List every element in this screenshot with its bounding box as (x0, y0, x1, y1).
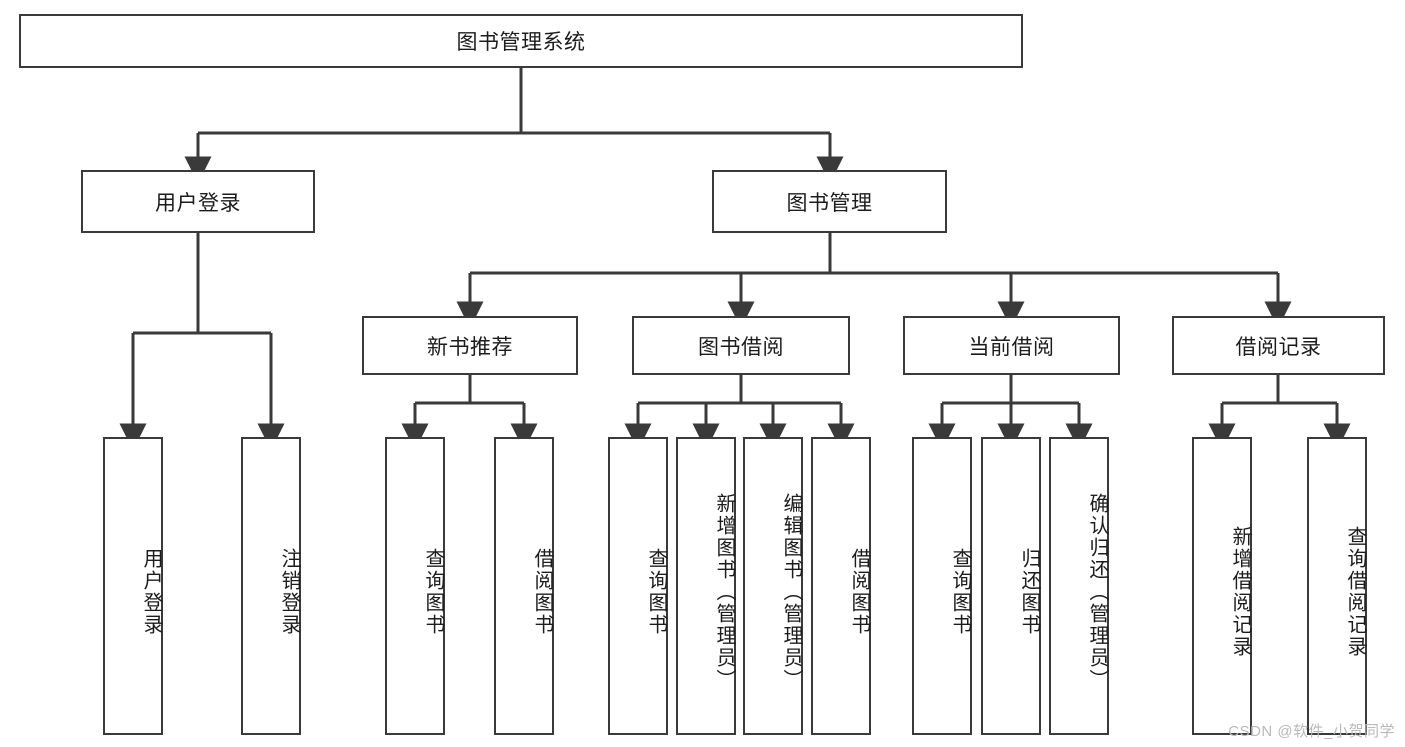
node-label: 借阅图书 (848, 548, 870, 636)
leaf-user-login-logout[interactable]: 注销登录 (241, 437, 301, 735)
node-label: 注销登录 (278, 548, 300, 636)
leaf-record-add-record[interactable]: 新增借阅记录 (1192, 437, 1252, 735)
node-label: 查询借阅记录 (1344, 526, 1366, 658)
node-user-login[interactable]: 用户登录 (81, 170, 315, 233)
node-label: 图书借阅 (698, 335, 784, 359)
leaf-recommend-borrow-book[interactable]: 借阅图书 (494, 437, 554, 735)
node-label: 用户登录 (155, 191, 241, 215)
node-label: 查询图书 (645, 548, 667, 636)
node-label: 借阅记录 (1235, 335, 1322, 359)
node-new-book-recommend[interactable]: 新书推荐 (362, 316, 578, 375)
leaf-current-confirm-return-admin[interactable]: 确认归还（管理员） (1049, 437, 1109, 735)
node-root-system[interactable]: 图书管理系统 (19, 14, 1023, 68)
node-label: 查询图书 (949, 548, 971, 636)
leaf-borrow-query-book[interactable]: 查询图书 (608, 437, 668, 735)
leaf-current-query-book[interactable]: 查询图书 (912, 437, 972, 735)
node-borrow-record[interactable]: 借阅记录 (1172, 316, 1385, 375)
node-label: 归还图书 (1018, 548, 1040, 636)
node-label: 确认归还（管理员） (1086, 493, 1108, 691)
leaf-current-return-book[interactable]: 归还图书 (981, 437, 1041, 735)
csdn-watermark: CSDN @软件_小贺同学 (1228, 723, 1395, 740)
node-label: 编辑图书（管理员） (780, 493, 802, 691)
node-label: 用户登录 (140, 548, 162, 636)
node-label: 新增图书（管理员） (713, 493, 735, 691)
node-label: 图书管理 (786, 191, 873, 215)
leaf-borrow-add-book-admin[interactable]: 新增图书（管理员） (676, 437, 736, 735)
leaf-user-login-login[interactable]: 用户登录 (103, 437, 163, 735)
node-label: 查询图书 (422, 548, 444, 636)
leaf-borrow-borrow-book[interactable]: 借阅图书 (811, 437, 871, 735)
leaf-record-query-record[interactable]: 查询借阅记录 (1307, 437, 1367, 735)
node-label: 当前借阅 (968, 335, 1055, 359)
node-current-borrow[interactable]: 当前借阅 (903, 316, 1120, 375)
node-book-borrow[interactable]: 图书借阅 (632, 316, 850, 375)
node-book-management[interactable]: 图书管理 (712, 170, 947, 233)
node-label: 图书管理系统 (456, 31, 586, 54)
node-label: 新书推荐 (427, 335, 513, 359)
leaf-recommend-query-book[interactable]: 查询图书 (385, 437, 445, 735)
node-label: 新增借阅记录 (1229, 526, 1251, 658)
node-label: 借阅图书 (531, 548, 553, 636)
leaf-borrow-edit-book-admin[interactable]: 编辑图书（管理员） (743, 437, 803, 735)
